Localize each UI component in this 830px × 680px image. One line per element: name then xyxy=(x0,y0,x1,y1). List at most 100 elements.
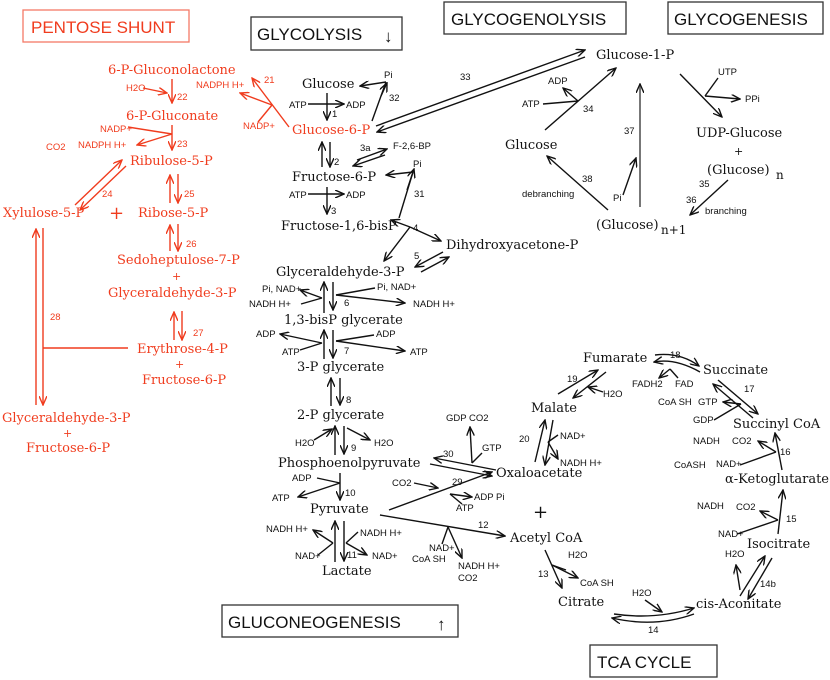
step-number: 17 xyxy=(744,384,755,395)
arrow-30-gdp xyxy=(470,427,472,464)
cofactor-coa-sh: CoA SH xyxy=(580,578,614,589)
plus-sign: + xyxy=(109,203,124,224)
cofactor-gtp: GTP xyxy=(482,443,502,454)
node-isocitrate: Isocitrate xyxy=(747,537,810,552)
cofactor-atp: ATP xyxy=(289,100,307,111)
cofactor-ppi: PPi xyxy=(745,94,760,105)
arrow-7-adp xyxy=(280,334,323,344)
line-32 xyxy=(371,81,387,122)
arrow-13 xyxy=(544,549,562,588)
cofactor-pi-nad: Pi, NAD+ xyxy=(262,284,302,295)
cofactor-gdp: GDP xyxy=(693,415,714,426)
plus-sign: + xyxy=(172,270,181,283)
plus-sign: + xyxy=(175,358,184,371)
node-succinyl-coa: Succinyl CoA xyxy=(733,417,821,432)
line-12-nad xyxy=(441,526,449,545)
arrow-18-fadh2 xyxy=(659,368,671,378)
cofactor-adp: ADP xyxy=(346,100,366,111)
node-glyceraldehyde-3-p-pentose: Glyceraldehyde-3-P xyxy=(108,286,237,301)
step-number: 16 xyxy=(780,447,791,458)
node-udp-glucose: UDP-Glucose xyxy=(696,126,783,141)
arrow-9-h2o-in xyxy=(313,429,332,441)
cofactor-co2: CO2 xyxy=(458,573,478,584)
arrow-16-co2 xyxy=(758,441,777,453)
cofactor-co2: CO2 xyxy=(46,142,66,153)
cofactor-f-2-6-bp: F-2,6-BP xyxy=(393,141,431,152)
cofactor-h2o: H2O xyxy=(725,549,745,560)
cofactor-h2o: H2O xyxy=(568,550,588,561)
plus-sign: + xyxy=(734,145,743,158)
line-18-fad xyxy=(669,368,679,379)
node-xylulose-5-p: Xylulose-5-P xyxy=(3,206,85,221)
node-alpha-ketoglutarate: α-Ketoglutarate xyxy=(725,472,829,487)
arrow-12-nadh xyxy=(447,526,462,558)
arrow-nadph xyxy=(137,133,173,145)
arrow-16 xyxy=(775,433,783,471)
step-number: 32 xyxy=(389,93,400,104)
label-branching: branching xyxy=(705,206,747,217)
step-number: 4 xyxy=(413,223,418,234)
cofactor-co2: CO2 xyxy=(732,436,752,447)
glycogenesis-title: GLYCOGENESIS xyxy=(674,10,808,29)
arrow-13-coa xyxy=(551,564,578,578)
arrow-4-down xyxy=(384,226,411,261)
node-glucose: Glucose xyxy=(302,77,355,92)
step-number: 19 xyxy=(567,374,578,385)
cofactor-atp: ATP xyxy=(289,190,307,201)
up-arrow-icon: ↑ xyxy=(437,615,446,634)
arrow-nadph xyxy=(240,93,273,106)
arrow-14b-up xyxy=(739,556,765,597)
cofactor-atp: ATP xyxy=(522,99,540,110)
arrow-9-h2o-out xyxy=(346,427,370,440)
node-fructose-1-6-bisp: Fructose-1,6-bisP xyxy=(281,219,397,234)
step-number: 14b xyxy=(760,579,776,590)
header-gluconeogenesis: GLUCONEOGENESIS ↑ xyxy=(221,604,459,638)
arrow-14-rev xyxy=(612,613,695,622)
step-number: 3 xyxy=(331,206,336,217)
cofactor-adp: ADP xyxy=(346,190,366,201)
step-number: 1 xyxy=(332,109,337,120)
step-number: 11 xyxy=(347,550,357,561)
step-number: 35 xyxy=(699,179,710,190)
cofactor-nad: NAD+ xyxy=(295,551,321,562)
arrow-30 xyxy=(434,458,497,471)
line-30-gtp xyxy=(471,452,483,464)
step-number: 13 xyxy=(538,569,549,580)
node-1-3-bisp-glycerate: 1,3-bisP glycerate xyxy=(284,313,403,328)
arrow-19-fwd xyxy=(557,370,598,395)
arrow-32 xyxy=(360,82,387,86)
cofactor-adp: ADP xyxy=(548,76,568,87)
arrow-24-up xyxy=(74,160,122,206)
line-20 xyxy=(547,434,559,443)
step-number: 3a xyxy=(360,143,371,154)
cofactor-nadp: NADP+ xyxy=(243,121,275,132)
node-dihydroxyacetone-p: Dihydroxyacetone-P xyxy=(446,238,579,253)
cofactor-nadh: NADH H+ xyxy=(560,458,602,469)
step-number: 30 xyxy=(443,449,454,460)
arrow-39-adp xyxy=(563,88,579,102)
line-29-atp xyxy=(449,493,463,505)
cofactor-fadh2: FADH2 xyxy=(632,379,663,390)
node-phosphoenolpyruvate: Phosphoenolpyruvate xyxy=(278,456,421,471)
step-number: 38 xyxy=(582,174,593,185)
line-nadp xyxy=(257,104,273,123)
arrow-15-co2 xyxy=(760,511,779,521)
node-erythrose-4-p: Erythrose-4-P xyxy=(137,342,228,357)
arrow-18-rev xyxy=(654,361,701,373)
step-number: 12 xyxy=(478,520,489,531)
arrow-33-up xyxy=(375,50,585,127)
gluconeogenesis-title: GLUCONEOGENESIS xyxy=(228,613,401,632)
step-number: 10 xyxy=(345,488,356,499)
node-fumarate: Fumarate xyxy=(583,351,648,366)
node-sedoheptulose-7-p: Sedoheptulose-7-P xyxy=(117,253,240,268)
arrow-14-fwd xyxy=(613,608,694,617)
node-glycogen-n-plus-1: (Glucose) xyxy=(596,218,659,233)
arrow-29 xyxy=(388,472,492,511)
node-glycogen-n: (Glucose) xyxy=(707,163,770,178)
cofactor-nadp: NADP+ xyxy=(100,124,132,135)
cofactor-nadh: NADH H+ xyxy=(458,561,500,572)
arrow-29-adp xyxy=(449,494,472,497)
line-7 xyxy=(299,342,323,351)
node-fructose-6-p: Fructose-6-P xyxy=(292,170,376,185)
